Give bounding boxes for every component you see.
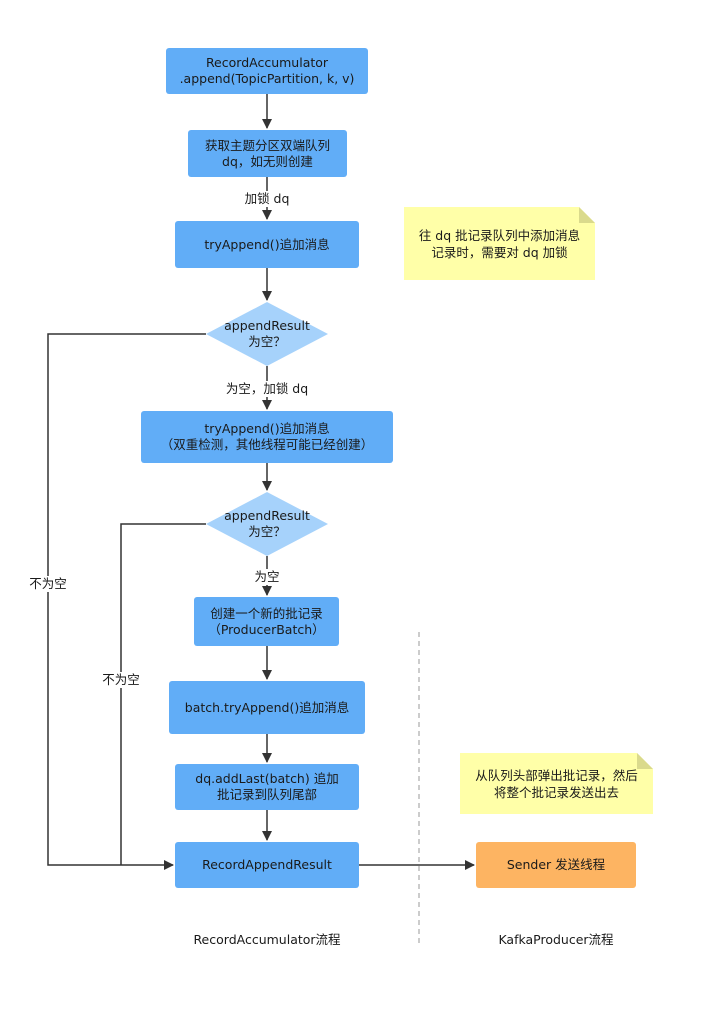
decision-2-diamond	[206, 492, 328, 556]
edge-label-empty: 为空	[249, 569, 285, 585]
sender-note-fold	[637, 753, 653, 769]
node-get-dq: 获取主题分区双端队列 dq，如无则创建	[188, 130, 347, 177]
node-dq-add-last: dq.addLast(batch) 追加 批记录到队列尾部	[175, 764, 359, 810]
edge-label-not-empty-outer: 不为空	[25, 576, 71, 592]
lock-note-text: 往 dq 批记录队列中添加消息 记录时，需要对 dq 加锁	[418, 228, 581, 260]
caption-record-accumulator: RecordAccumulator流程	[193, 932, 341, 947]
node-try-append-2: tryAppend()追加消息 （双重检测，其他线程可能已经创建）	[141, 411, 393, 463]
edge-label-lock-dq: 加锁 dq	[237, 191, 297, 207]
sender-note-text: 从队列头部弹出批记录，然后 将整个批记录发送出去	[475, 768, 638, 800]
node-record-accumulator-append: RecordAccumulator .append(TopicPartition…	[166, 48, 368, 94]
node-batch-try-append: batch.tryAppend()追加消息	[169, 681, 365, 734]
node-sender-thread: Sender 发送线程	[476, 842, 636, 888]
edge-decision-2-not-empty	[120, 523, 206, 865]
lock-note-shape	[404, 207, 595, 280]
sender-note-shape	[460, 753, 653, 814]
edge-decision-1-not-empty	[47, 333, 206, 870]
edge-label-empty-lock-dq: 为空，加锁 dq	[217, 381, 317, 397]
caption-kafka-producer: KafkaProducer流程	[498, 932, 614, 947]
decision-1-diamond	[206, 302, 328, 366]
decision-1-label: appendResult 为空？	[224, 318, 310, 349]
decision-2-label: appendResult 为空？	[224, 508, 310, 539]
node-try-append-1: tryAppend()追加消息	[175, 221, 359, 268]
node-record-append-result: RecordAppendResult	[175, 842, 359, 888]
node-create-batch: 创建一个新的批记录 （ProducerBatch）	[194, 597, 339, 646]
edge-label-not-empty-inner: 不为空	[98, 672, 144, 688]
lock-note-fold	[579, 207, 595, 223]
